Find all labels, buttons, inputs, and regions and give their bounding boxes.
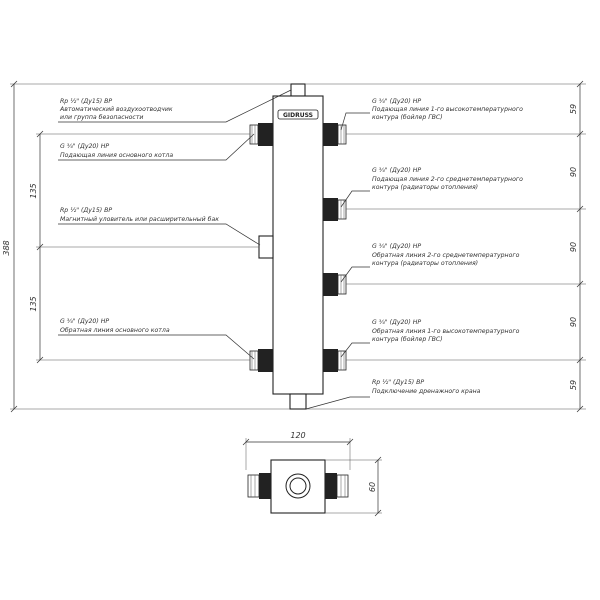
label-right-2-line2: контура (радиаторы отопления) xyxy=(372,184,478,191)
top-view: 120 60 xyxy=(242,431,382,517)
label-magnetic-filter-line1: Магнитный уловитель или расширительный б… xyxy=(60,215,219,223)
label-magnetic-filter-spec: Rp ½" (Ду15) ВР xyxy=(60,206,112,214)
top-air-vent-port xyxy=(290,83,306,97)
leader-lines xyxy=(58,89,370,410)
right-fitting-3 xyxy=(323,273,347,296)
label-return-main-spec: G ¾" (Ду20) НР xyxy=(60,318,109,325)
dim-total-height: 388 xyxy=(2,240,11,255)
dim-right-3: 90 xyxy=(569,317,578,327)
label-drain-spec: Rp ½" (Ду15) ВР xyxy=(372,378,424,386)
dim-right-bottom: 59 xyxy=(569,380,578,390)
right-fitting-1 xyxy=(323,123,347,146)
left-return-fitting xyxy=(249,349,273,372)
label-drain-line1: Подключение дренажного крана xyxy=(372,388,481,395)
dim-left-lower: 135 xyxy=(29,296,38,311)
label-right-4-line2: контура (бойлер ГВС) xyxy=(372,335,443,343)
label-right-2-spec: G ¾" (Ду20) НР xyxy=(372,167,421,174)
label-supply-main-spec: G ¾" (Ду20) НР xyxy=(60,143,109,150)
dim-left-upper: 135 xyxy=(29,183,38,198)
label-right-1: G ¾" (Ду20) НР Подающая линия 1-го высок… xyxy=(372,98,523,121)
right-fitting-4 xyxy=(323,349,347,372)
label-right-4: G ¾" (Ду20) НР Обратная линия 1-го высок… xyxy=(372,319,520,343)
dimension-lines xyxy=(10,80,586,413)
label-right-3-line1: Обратная линия 2-го среднетемпературного xyxy=(372,251,520,259)
label-drain: Rp ½" (Ду15) ВР Подключение дренажного к… xyxy=(372,378,481,395)
label-right-3: G ¾" (Ду20) НР Обратная линия 2-го средн… xyxy=(372,243,520,267)
label-return-main-line1: Обратная линия основного котла xyxy=(60,326,170,334)
brand-badge xyxy=(277,109,319,120)
label-right-1-line1: Подающая линия 1-го высокотемпературного xyxy=(372,106,523,113)
label-right-3-spec: G ¾" (Ду20) НР xyxy=(372,243,421,250)
label-right-1-line2: контура (бойлер ГВС) xyxy=(372,113,443,121)
label-air-vent: Rp ½" (Ду15) ВР Автоматический воздухоот… xyxy=(59,97,173,121)
brand-text: GIDRUSS xyxy=(283,112,313,119)
label-return-main: G ¾" (Ду20) НР Обратная линия основного … xyxy=(60,318,170,334)
label-right-1-spec: G ¾" (Ду20) НР xyxy=(372,98,421,105)
label-air-vent-spec: Rp ½" (Ду15) ВР xyxy=(60,97,112,105)
dim-right-top: 59 xyxy=(569,104,578,114)
label-right-2: G ¾" (Ду20) НР Подающая линия 2-го средн… xyxy=(372,167,523,191)
dim-depth: 60 xyxy=(368,482,377,492)
label-right-2-line1: Подающая линия 2-го среднетемпературного xyxy=(372,176,523,183)
left-supply-fitting xyxy=(249,123,273,146)
label-magnetic-filter: Rp ½" (Ду15) ВР Магнитный уловитель или … xyxy=(60,206,219,223)
label-air-vent-line2: или группа безопасности xyxy=(60,113,143,121)
front-view: GIDRUSS xyxy=(249,83,347,410)
label-supply-main: G ¾" (Ду20) НР Подающая линия основного … xyxy=(60,143,173,159)
top-port-inner xyxy=(289,477,307,495)
bottom-drain-port xyxy=(289,393,307,410)
label-right-4-spec: G ¾" (Ду20) НР xyxy=(372,319,421,326)
dim-right-1: 90 xyxy=(569,167,578,177)
dim-right-2: 90 xyxy=(569,242,578,252)
dim-width: 120 xyxy=(290,431,305,440)
label-right-3-line2: контура (радиаторы отопления) xyxy=(372,260,478,267)
separator-body xyxy=(272,95,324,395)
right-fitting-2 xyxy=(323,198,347,221)
magnetic-filter-port xyxy=(258,235,274,259)
label-right-4-line1: Обратная линия 1-го высокотемпературного xyxy=(372,327,520,335)
label-supply-main-line1: Подающая линия основного котла xyxy=(60,152,173,159)
label-air-vent-line1: Автоматический воздухоотводчик xyxy=(59,106,173,113)
